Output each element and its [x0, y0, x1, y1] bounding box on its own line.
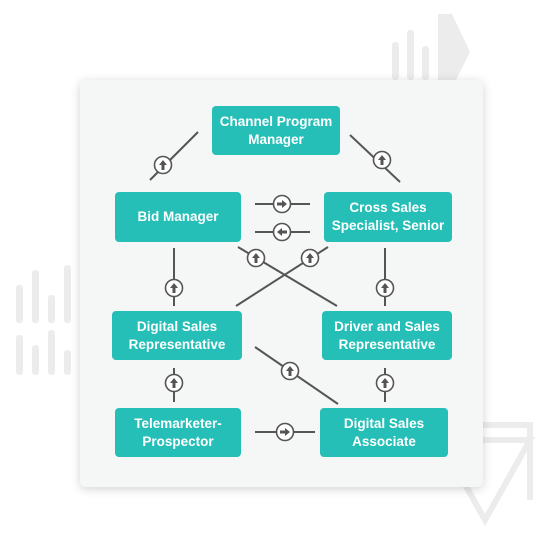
- arrow-up-circle-icon: [375, 373, 395, 393]
- arrow-right-circle-icon: [275, 422, 295, 442]
- arrow-up-circle-icon: [164, 373, 184, 393]
- node-telemarketer-prospector: Telemarketer- Prospector: [115, 408, 241, 457]
- node-digital-sales-representative: Digital Sales Representative: [112, 311, 242, 360]
- node-digital-sales-associate: Digital Sales Associate: [320, 408, 448, 457]
- node-label: Channel Program Manager: [219, 113, 333, 147]
- node-label: Telemarketer- Prospector: [134, 415, 222, 449]
- node-label: Digital Sales Representative: [128, 318, 226, 352]
- node-driver-and-sales-representative: Driver and Sales Representative: [322, 311, 452, 360]
- arrow-left-circle-icon: [272, 222, 292, 242]
- node-channel-program-manager: Channel Program Manager: [212, 106, 340, 155]
- arrow-up-circle-icon: [280, 361, 300, 381]
- arrow-up-circle-icon: [164, 278, 184, 298]
- arrow-up-circle-icon: [300, 248, 320, 268]
- arrow-up-circle-icon: [375, 278, 395, 298]
- node-label: Digital Sales Associate: [343, 415, 425, 449]
- arrow-up-circle-icon: [153, 155, 173, 175]
- bar-pattern-left: [16, 265, 71, 375]
- node-bid-manager: Bid Manager: [115, 192, 241, 242]
- node-label: Cross Sales Specialist, Senior: [331, 200, 445, 233]
- bar-pattern-top-right: [392, 14, 470, 80]
- node-label: Driver and Sales Representative: [334, 318, 440, 352]
- arrow-up-circle-icon: [246, 248, 266, 268]
- node-cross-sales-specialist-senior: Cross Sales Specialist, Senior: [324, 192, 452, 242]
- arrow-up-circle-icon: [372, 150, 392, 170]
- arrow-right-circle-icon: [272, 194, 292, 214]
- node-label: Bid Manager: [137, 209, 219, 224]
